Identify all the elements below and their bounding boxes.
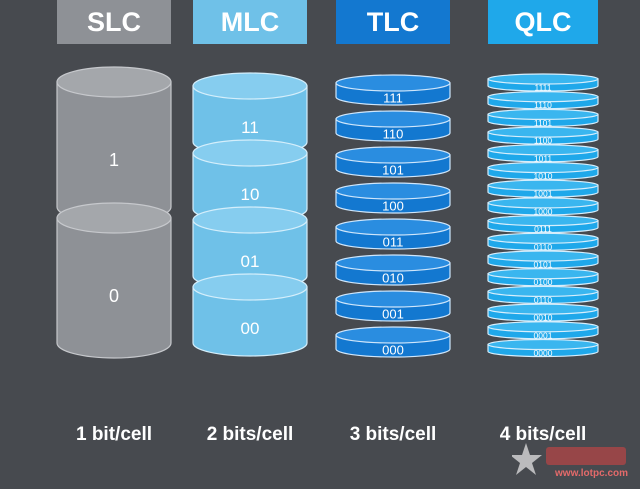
qlc-cell-bits: 1100 — [534, 136, 553, 146]
tlc-cell-bits: 110 — [383, 127, 404, 142]
tlc-cell: 011 — [335, 218, 451, 250]
star-logo-icon — [510, 443, 626, 475]
qlc-cell-bits: 0001 — [534, 330, 553, 340]
tlc-cell-bits: 101 — [382, 163, 404, 178]
tlc-cell: 010 — [335, 254, 451, 286]
mlc-cell: 10 — [192, 139, 308, 223]
mlc-cell-bits: 11 — [241, 118, 259, 137]
tlc-cell-bits: 100 — [382, 199, 404, 214]
qlc-cell: 0111 — [487, 215, 599, 234]
mlc-cell-bits: 01 — [241, 252, 260, 271]
tlc-cell: 110 — [335, 110, 451, 142]
qlc-cell: 1010 — [487, 161, 599, 181]
qlc-cell: 1100 — [487, 126, 599, 146]
mlc-cell: 01 — [192, 206, 308, 290]
tlc-cell: 000 — [335, 326, 451, 358]
qlc-cell: 1011 — [487, 144, 599, 163]
qlc-cell: 0100 — [487, 268, 599, 287]
qlc-cell-bits: 1010 — [534, 171, 553, 181]
qlc-cell-bits: 0101 — [534, 259, 553, 269]
slc-badge: SLC — [57, 0, 171, 44]
tlc-cell: 100 — [335, 182, 451, 214]
qlc-badge: QLC — [488, 0, 598, 44]
mlc-cell: 00 — [192, 273, 308, 357]
tlc-cell: 111 — [335, 74, 451, 106]
qlc-cell-bits: 1110 — [534, 100, 552, 110]
slc-cell-bits: 1 — [109, 150, 119, 170]
qlc-cell: 0110 — [487, 285, 599, 305]
tlc-caption: 3 bits/cell — [349, 424, 437, 445]
slc-column: 10 — [56, 66, 172, 359]
qlc-cell-bits: 0110 — [534, 295, 553, 305]
mlc-cell: 11 — [192, 72, 308, 156]
qlc-cell: 0101 — [487, 250, 599, 269]
qlc-cell-bits: 0100 — [534, 277, 553, 287]
qlc-cell-bits: 0000 — [534, 348, 553, 358]
qlc-cell: 0010 — [487, 303, 599, 323]
tlc-cell-bits: 001 — [382, 307, 404, 322]
mlc-column: 11 10 01 00 — [192, 72, 308, 357]
mlc-cell-bits: 10 — [241, 185, 260, 204]
qlc-cell-bits: 0111 — [534, 224, 552, 234]
qlc-cell: 1110 — [487, 91, 599, 110]
tlc-cell: 101 — [335, 146, 451, 178]
qlc-cell: 1101 — [487, 108, 599, 128]
qlc-cell: 0000 — [487, 338, 599, 358]
mlc-cell-bits: 00 — [241, 319, 260, 338]
tlc-badge: TLC — [336, 0, 450, 44]
qlc-cell: 1000 — [487, 197, 599, 216]
slc-caption: 1 bit/cell — [75, 424, 153, 445]
watermark-site-text: www.lotpc.com — [555, 468, 628, 479]
qlc-cell-bits: 1111 — [534, 82, 551, 92]
mlc-badge: MLC — [193, 0, 307, 44]
qlc-cell-bits: 1000 — [534, 206, 553, 216]
qlc-cell-bits: 1101 — [534, 118, 553, 128]
mlc-caption: 2 bits/cell — [206, 424, 294, 445]
qlc-column: 1111 1110 1101 1100 1011 1010 1001 1000 0111 0110… — [487, 73, 599, 358]
slc-cell-bits: 0 — [109, 286, 119, 306]
tlc-cell-bits: 111 — [383, 91, 403, 106]
qlc-cell-bits: 0010 — [534, 313, 553, 323]
qlc-cell-bits: 1001 — [534, 189, 553, 199]
qlc-cell-bits: 0110 — [534, 242, 553, 252]
qlc-cell-bits: 1011 — [534, 153, 553, 163]
slc-cell: 1 — [56, 66, 172, 223]
watermark-logo: www.lotpc.com — [510, 439, 632, 483]
tlc-column: 111 110 101 100 011 010 001 000 — [335, 74, 451, 358]
tlc-cell-bits: 010 — [382, 271, 404, 286]
slc-cell: 0 — [56, 202, 172, 359]
qlc-caption: 4 bits/cell — [499, 424, 587, 445]
tlc-cell-bits: 000 — [382, 343, 404, 358]
tlc-cell-bits: 011 — [383, 235, 404, 250]
qlc-cell: 1001 — [487, 179, 599, 199]
tlc-cell: 001 — [335, 290, 451, 322]
qlc-cell: 1111 — [487, 73, 599, 92]
qlc-cell: 0001 — [487, 321, 599, 340]
qlc-cell: 0110 — [487, 232, 599, 252]
